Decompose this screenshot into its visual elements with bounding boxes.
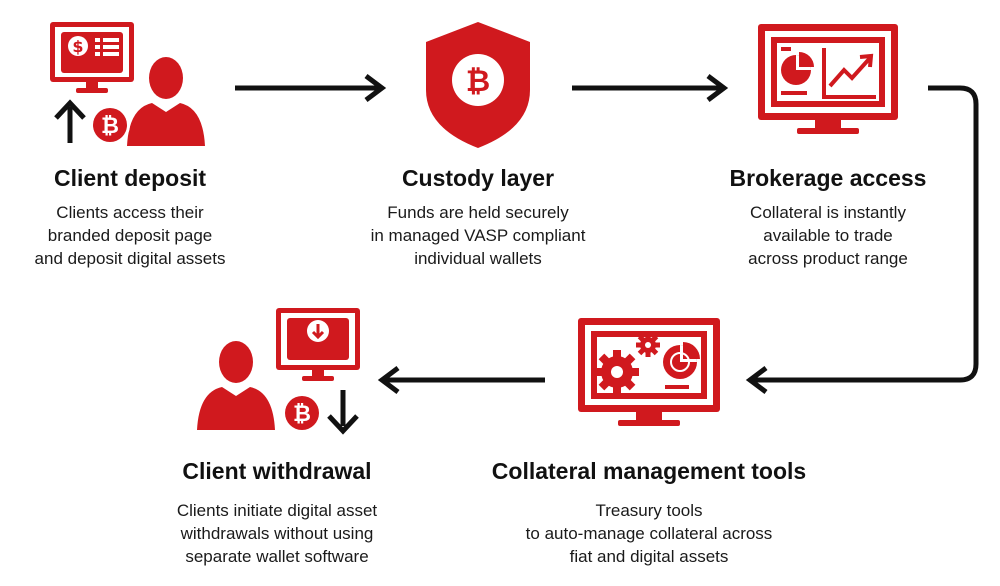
large-gear-icon xyxy=(595,350,639,394)
client-withdrawal-description: Clients initiate digital asset withdrawa… xyxy=(147,499,407,568)
pie-chart-icon xyxy=(663,342,700,379)
monitor-download-icon xyxy=(276,308,360,381)
client-withdrawal-illustration: ₿ xyxy=(197,308,360,435)
arrow-brokerage-to-collateral xyxy=(745,85,979,394)
person-icon xyxy=(127,57,205,146)
description-line: withdrawals without using xyxy=(180,524,374,543)
arrow-custody-to-brokerage xyxy=(572,74,729,102)
arrow-deposit-to-custody xyxy=(235,74,387,102)
arrow-up-icon xyxy=(54,99,86,143)
description-line: to auto-manage collateral across xyxy=(525,524,773,543)
arrow-down-icon xyxy=(327,390,359,435)
monitor-gears-icon xyxy=(578,318,720,426)
description-line: and deposit digital assets xyxy=(34,249,226,268)
client-deposit-illustration: $ ₿ xyxy=(50,22,205,146)
description-line: in managed VASP compliant xyxy=(370,226,586,245)
description-line: Funds are held securely xyxy=(387,203,569,222)
description-line: Collateral is instantly xyxy=(750,203,906,222)
client-withdrawal-title: Client withdrawal xyxy=(182,458,372,484)
description-line: Clients access their xyxy=(56,203,204,222)
bitcoin-coin-icon: ₿ xyxy=(282,393,322,433)
monitor-dollar-icon: $ xyxy=(50,22,134,93)
description-line: fiat and digital assets xyxy=(569,547,729,566)
custody-layer-title: Custody layer xyxy=(401,165,555,191)
dollar-glyph: $ xyxy=(72,37,83,56)
bitcoin-glyph: ₿ xyxy=(101,114,119,139)
client-deposit-title: Client deposit xyxy=(53,165,207,191)
bitcoin-glyph: ₿ xyxy=(293,402,311,427)
description-line: across product range xyxy=(748,249,908,268)
description-line: separate wallet software xyxy=(185,547,369,566)
brokerage-access-description: Collateral is instantly available to tra… xyxy=(708,201,948,270)
shield-bitcoin-icon: ₿ xyxy=(426,22,530,148)
bitcoin-coin-icon: ₿ xyxy=(90,105,130,145)
bitcoin-glyph: ₿ xyxy=(466,64,490,99)
arrow-collateral-to-withdrawal xyxy=(377,366,545,394)
description-line: Treasury tools xyxy=(595,501,703,520)
description-line: Clients initiate digital asset xyxy=(176,501,378,520)
description-line: branded deposit page xyxy=(47,226,213,245)
monitor-chart-icon xyxy=(758,24,898,134)
small-gear-icon xyxy=(636,333,660,357)
collateral-management-title: Collateral management tools xyxy=(491,458,807,484)
person-icon xyxy=(197,341,275,430)
collateral-management-description: Treasury tools to auto-manage collateral… xyxy=(494,499,804,568)
custody-layer-description: Funds are held securely in managed VASP … xyxy=(348,201,608,270)
brokerage-access-title: Brokerage access xyxy=(729,165,927,191)
description-line: available to trade xyxy=(763,226,893,245)
client-deposit-description: Clients access their branded deposit pag… xyxy=(10,201,250,270)
description-line: individual wallets xyxy=(414,249,542,268)
